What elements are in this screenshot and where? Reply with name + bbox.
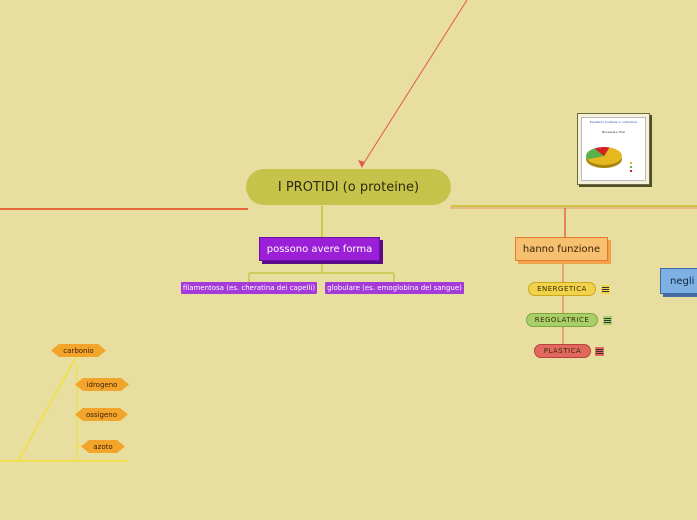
image-title: Equilibrio proteine in nutrizione	[589, 120, 638, 124]
pie-slice-2	[594, 147, 610, 156]
notes-icon[interactable]	[601, 285, 610, 294]
legend-swatch-0	[630, 162, 632, 164]
pie-slice-0	[587, 147, 622, 165]
subtopic-energetica[interactable]: ENERGETICA	[528, 282, 596, 296]
topic-form[interactable]: possono avere forma	[259, 237, 380, 261]
legend-swatch-2	[630, 170, 632, 172]
element-ossigeno[interactable]: ossigeno	[75, 408, 128, 421]
subtopic-regolatrice[interactable]: REGOLATRICE	[526, 313, 598, 327]
element-idrogeno[interactable]: idrogeno	[75, 378, 129, 391]
subtopic-plastica[interactable]: PLASTICA	[534, 344, 591, 358]
subtopic-globulare[interactable]: globulare (es. emoglobina del sangue)	[325, 282, 464, 294]
attached-image[interactable]: Equilibrio proteine in nutrizione Necess…	[577, 113, 650, 185]
pie-chart-thumbnail	[586, 147, 632, 172]
element-carbonio[interactable]: carbonio	[51, 344, 106, 357]
image-subtitle: Necessario fissi	[601, 130, 626, 134]
element-azoto[interactable]: azoto	[81, 440, 125, 453]
pie-slice-1	[586, 148, 604, 160]
legend-swatch-1	[630, 166, 632, 168]
topic-functions[interactable]: hanno funzione	[515, 237, 608, 261]
central-topic[interactable]: I PROTIDI (o proteine)	[246, 169, 451, 205]
notes-icon[interactable]	[603, 316, 612, 325]
topic-negli[interactable]: negli	[660, 268, 697, 294]
notes-icon[interactable]	[595, 347, 604, 356]
subtopic-filamentosa[interactable]: filamentosa (es. cheratina dei capelli)	[181, 282, 317, 294]
